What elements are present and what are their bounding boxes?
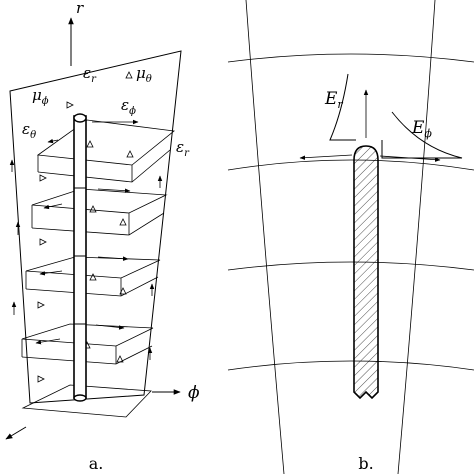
- er-label: Er: [324, 89, 343, 111]
- eps-r-right-label: εr: [176, 138, 190, 159]
- triangle-marker: [39, 238, 47, 246]
- grid-line: [227, 261, 474, 271]
- triangle-marker: [89, 205, 97, 213]
- triangle-marker: [39, 174, 47, 182]
- caption-b: b.: [358, 454, 373, 473]
- grid-line: [227, 53, 474, 63]
- field-arrow: [39, 270, 63, 276]
- field-arrow: [47, 138, 59, 144]
- hatched-rod: [353, 145, 379, 400]
- field-arrow: [35, 338, 61, 345]
- grid-line: [397, 0, 436, 474]
- grid-line: [227, 360, 474, 371]
- triangle-marker: [116, 355, 124, 363]
- eps-phi-label: εϕ: [121, 96, 136, 117]
- axis-phi-label: ϕ: [188, 383, 200, 403]
- slab-1: [36, 119, 175, 183]
- field-arrow: [97, 188, 131, 193]
- mu-theta-label: μθ: [136, 64, 152, 85]
- triangle-marker: [66, 101, 74, 109]
- panel-b: Er Eϕ b.: [227, 0, 474, 474]
- triangle-marker: [89, 273, 97, 281]
- mu-phi-label: μϕ: [32, 86, 49, 107]
- er-profile: [329, 73, 356, 141]
- slab-2: [31, 188, 168, 236]
- theta-axis: [5, 426, 27, 440]
- triangle-marker: [125, 71, 133, 79]
- panel-a: r ϕ εr μθ μϕ εϕ εθ εr a.: [5, 0, 200, 473]
- eps-theta-label: εθ: [22, 120, 36, 141]
- frustum-outline: [9, 50, 182, 404]
- triangle-marker: [37, 301, 45, 309]
- caption-a: a.: [89, 454, 104, 473]
- slab-3: [25, 256, 161, 297]
- grid-line: [227, 159, 474, 171]
- triangle-marker: [126, 150, 134, 158]
- slab-4: [21, 323, 154, 365]
- field-arrow: [299, 154, 353, 160]
- eps-r-top-label: εr: [83, 64, 97, 85]
- triangle-marker: [37, 375, 45, 383]
- triangle-marker: [119, 287, 127, 295]
- slab-5: [21, 384, 152, 418]
- ephi-profile: [381, 111, 463, 159]
- ephi-label: Eϕ: [411, 118, 432, 140]
- field-arrow: [97, 256, 129, 261]
- triangle-marker: [86, 140, 94, 148]
- axis-r-label: r: [76, 0, 84, 17]
- field-arrow: [95, 324, 125, 330]
- field-arrow: [43, 203, 63, 210]
- grid-line: [245, 0, 285, 474]
- triangle-marker: [119, 218, 127, 226]
- central-rod: [73, 113, 87, 402]
